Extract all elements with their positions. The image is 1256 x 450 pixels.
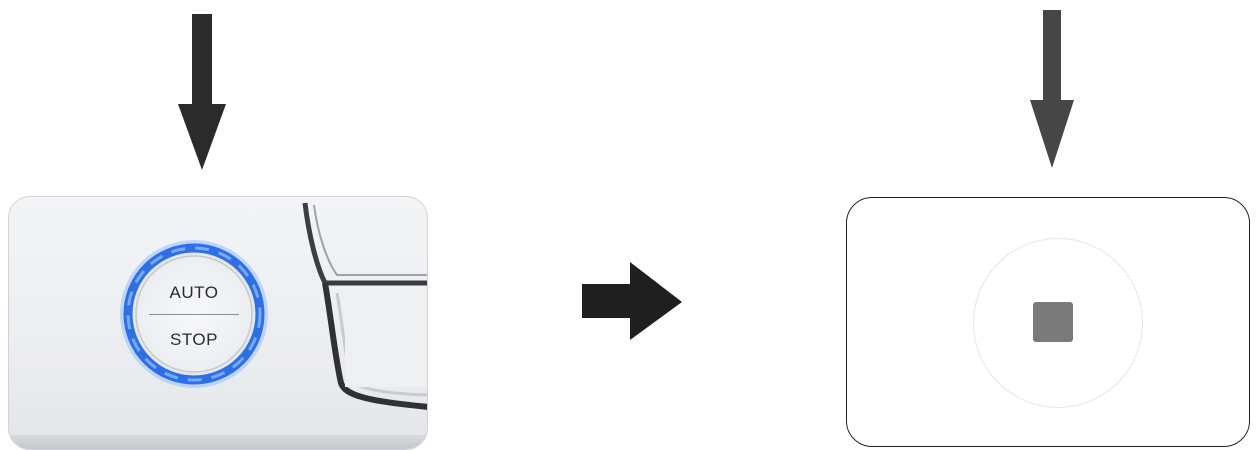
down-arrow-right-icon: [1030, 10, 1074, 170]
panel-bottom-edge: [9, 435, 427, 449]
stop-label: STOP: [119, 330, 269, 350]
stop-square-icon: [1033, 302, 1073, 342]
auto-label: AUTO: [119, 283, 269, 303]
right-arrow-icon: [582, 262, 682, 342]
simplified-button-panel: [846, 197, 1250, 447]
down-arrow-left-icon: [178, 14, 226, 172]
button-divider: [149, 314, 239, 315]
auto-stop-button-photo: AUTO STOP: [8, 196, 428, 450]
